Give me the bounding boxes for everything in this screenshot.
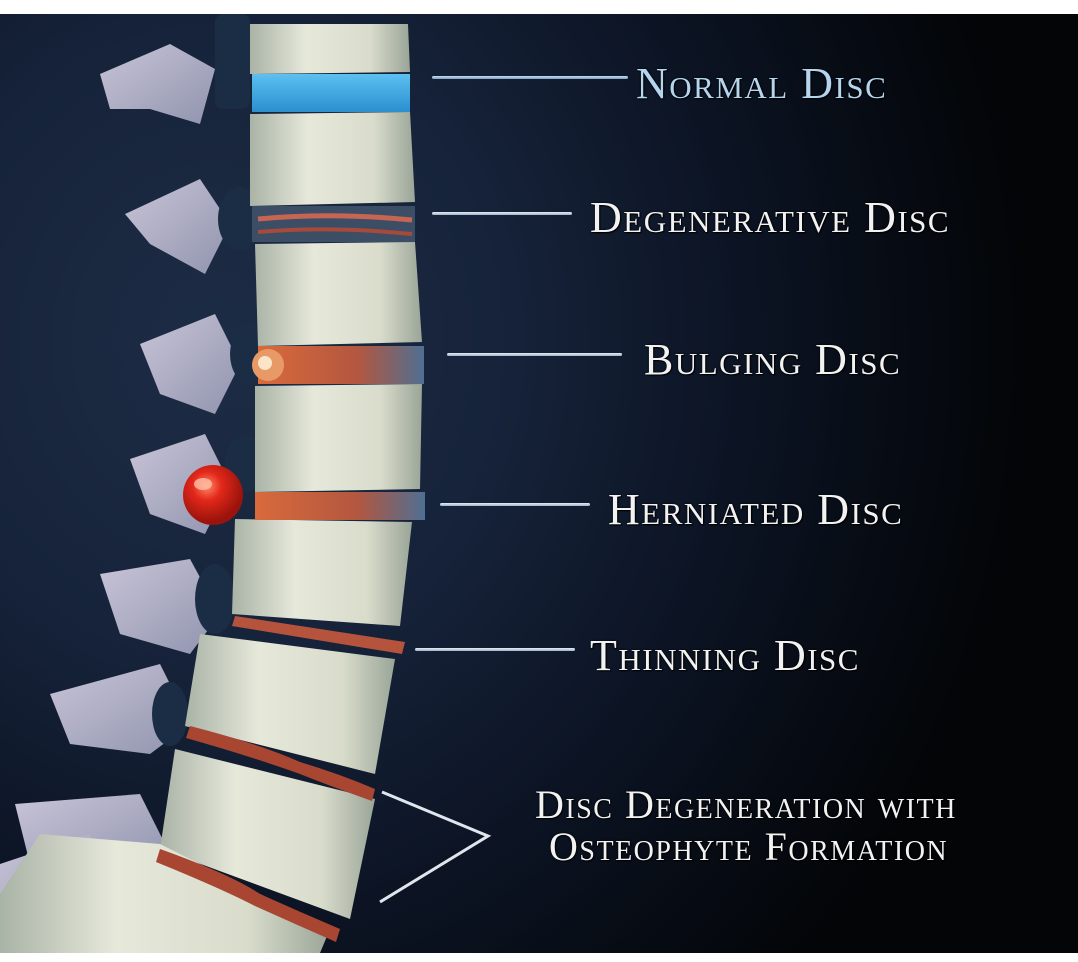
degenerated-disc-shape-1 (186, 726, 375, 801)
label-herniated-disc: Herniated Disc (608, 485, 904, 534)
leader-line-herniated (440, 503, 590, 506)
label-osteophyte-line1: Disc Degeneration with (535, 782, 957, 827)
degenerative-disc-shape (252, 206, 415, 242)
leader-line-normal (432, 76, 628, 79)
thinning-disc-shape (232, 616, 405, 654)
herniated-disc-shape (183, 465, 425, 525)
label-thinning-disc: Thinning Disc (590, 631, 860, 680)
label-bulging-disc: Bulging Disc (644, 335, 902, 384)
spine-diagram: Normal Disc Degenerative Disc Bulging Di… (0, 14, 1078, 953)
label-degenerative-disc: Degenerative Disc (590, 193, 951, 242)
bulging-disc-shape (252, 346, 424, 384)
degenerated-disc-shape-2 (156, 849, 340, 942)
leader-line-osteophyte (379, 790, 492, 904)
leader-line-bulging (447, 353, 622, 356)
spine-illustration (0, 14, 425, 953)
label-osteophyte-formation: Disc Degeneration with Osteophyte Format… (535, 784, 957, 868)
label-normal-disc: Normal Disc (636, 59, 888, 108)
normal-disc-shape (252, 74, 410, 112)
vertebral-bodies (0, 24, 422, 953)
leader-line-degenerative (432, 212, 572, 215)
label-osteophyte-line2: Osteophyte Formation (549, 824, 949, 869)
leader-line-thinning (415, 648, 575, 651)
